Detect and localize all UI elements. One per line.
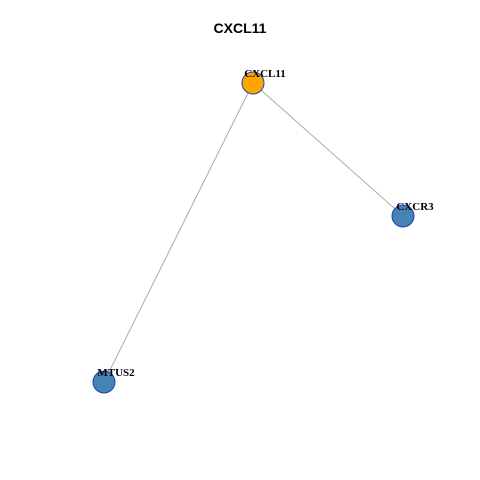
- node-label-cxcr3: CXCR3: [396, 201, 434, 213]
- node-label-cxcl11: CXCL11: [244, 68, 286, 80]
- edge-cxcl11-cxcr3: [252, 82, 404, 217]
- edge-cxcl11-mtus2: [103, 82, 254, 383]
- edge-layer: [103, 82, 404, 383]
- node-cxcl11[interactable]: [241, 71, 265, 95]
- graph-title: CXCL11: [213, 20, 267, 36]
- node-label-mtus2: MTUS2: [97, 367, 135, 379]
- node-cxcr3[interactable]: [391, 204, 415, 228]
- node-mtus2[interactable]: [92, 370, 116, 394]
